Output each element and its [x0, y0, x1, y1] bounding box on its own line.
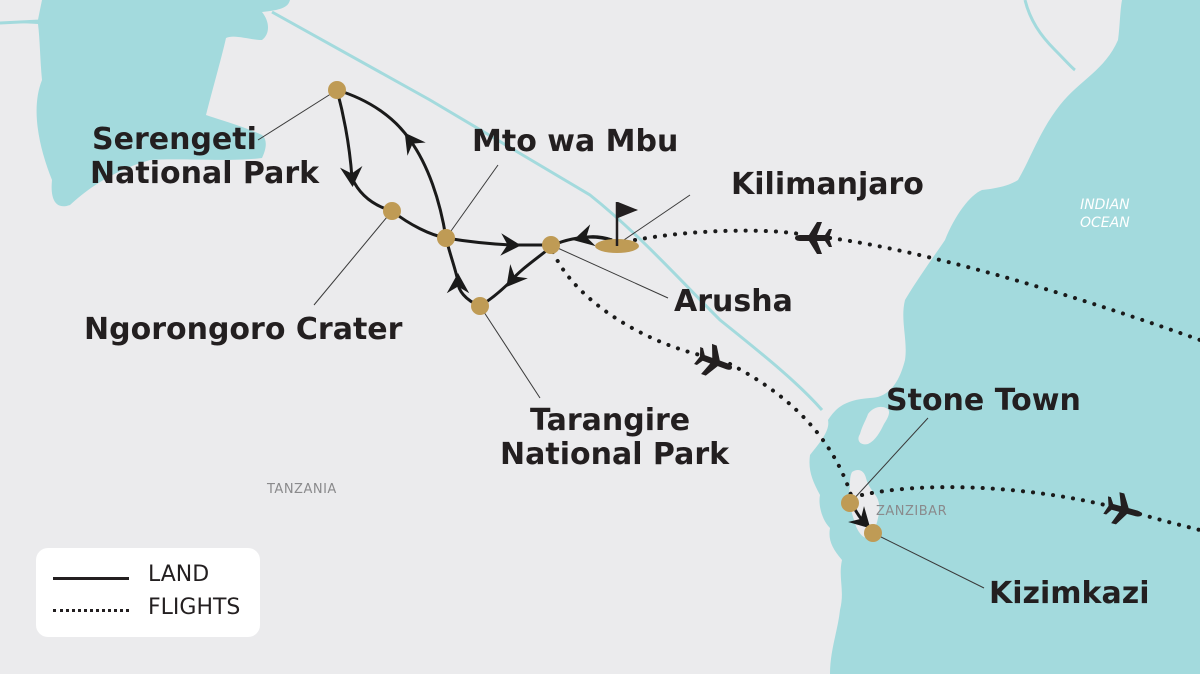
- label-line: Serengeti: [92, 122, 257, 157]
- label-kizimkazi: Kizimkazi: [989, 576, 1150, 611]
- label-line: Tarangire: [530, 403, 691, 438]
- label-mto-wa-mbu: Mto wa Mbu: [472, 124, 679, 159]
- stop-serengeti: [328, 81, 346, 99]
- country-label: TANZANIA: [267, 482, 337, 497]
- ocean-label-line: OCEAN: [1080, 215, 1130, 231]
- flight-routes: [551, 228, 1200, 532]
- indian-ocean: [809, 0, 1200, 674]
- ocean-label: INDIAN OCEAN: [1080, 196, 1130, 232]
- small-island: [858, 406, 890, 445]
- stop-arusha: [542, 236, 560, 254]
- label-line: National Park: [90, 156, 320, 191]
- label-tarangire: Tarangire National Park: [500, 404, 729, 472]
- border-line: [271, 10, 824, 411]
- lake-victoria: [0, 0, 290, 207]
- label-arusha: Arusha: [674, 284, 793, 319]
- label-serengeti: Serengeti National Park: [90, 123, 319, 191]
- legend: LAND FLIGHTS: [36, 548, 260, 637]
- flag-icon: [595, 202, 639, 253]
- stop-kizimkazi: [864, 524, 882, 542]
- stops: [328, 81, 882, 542]
- label-kilimanjaro: Kilimanjaro: [731, 167, 924, 202]
- leader-lines: [257, 89, 985, 589]
- stop-ngorongoro: [383, 202, 401, 220]
- stop-mto-wa-mbu: [437, 229, 455, 247]
- island-label: ZANZIBAR: [876, 504, 948, 519]
- legend-label-flights: FLIGHTS: [148, 595, 241, 620]
- legend-dotted-line: [53, 609, 129, 612]
- label-ngorongoro: Ngorongoro Crater: [84, 312, 403, 347]
- label-stone-town: Stone Town: [886, 383, 1081, 418]
- ocean-label-line: INDIAN: [1080, 197, 1130, 213]
- stop-stone-town: [841, 494, 859, 512]
- airplane-icon: [795, 222, 832, 254]
- legend-solid-line: [53, 577, 129, 580]
- airplane-icon: [691, 340, 738, 384]
- stop-tarangire: [471, 297, 489, 315]
- legend-label-land: LAND: [148, 562, 210, 587]
- label-line: National Park: [500, 437, 730, 472]
